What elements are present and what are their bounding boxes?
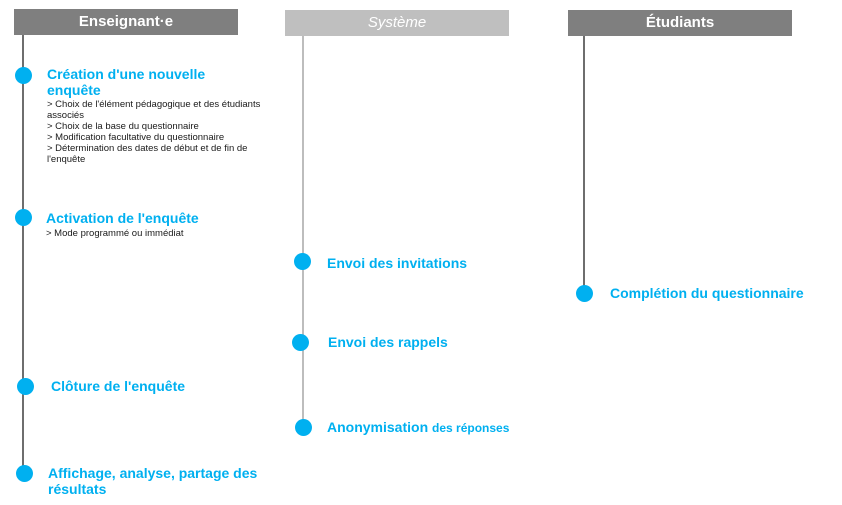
step-title-anonymisation-suffix: des réponses (432, 421, 510, 435)
lane-line-students (583, 36, 585, 296)
step-title-cloture: Clôture de l'enquête (51, 378, 186, 394)
step-details-creation: > Choix de l'élément pédagogique et des … (47, 99, 279, 165)
step-detail-item: > Mode programmé ou immédiat (46, 228, 184, 239)
lane-header-teacher: Enseignant·e (14, 9, 238, 35)
step-title-invitations: Envoi des invitations (327, 255, 468, 271)
step-detail-item: > Choix de l'élément pédagogique et des … (47, 99, 261, 121)
step-detail-item: > Choix de la base du questionnaire (47, 121, 199, 132)
step-details-activation: > Mode programmé ou immédiat (46, 228, 286, 239)
step-title-completion: Complétion du questionnaire (610, 285, 804, 301)
step-dot (16, 465, 33, 482)
lane-header-students: Étudiants (568, 10, 792, 36)
step-title-resultats: Affichage, analyse, partage des résultat… (48, 465, 258, 497)
step-title-anonymisation-main: Anonymisation (327, 419, 429, 435)
step-dot (576, 285, 593, 302)
step-dot (15, 67, 32, 84)
step-dot (295, 419, 312, 436)
step-dot (292, 334, 309, 351)
step-dot (17, 378, 34, 395)
step-title-anonymisation: Anonymisation des réponses (327, 419, 577, 436)
lane-line-teacher (22, 35, 24, 481)
step-detail-item: > Détermination des dates de début et de… (47, 143, 248, 165)
lane-header-system: Système (285, 10, 509, 36)
step-detail-item: > Modification facultative du questionna… (47, 132, 225, 143)
step-title-rappels: Envoi des rappels (328, 334, 448, 350)
step-dot (294, 253, 311, 270)
step-title-creation: Création d'une nouvelle enquête (47, 66, 206, 98)
lane-line-system (302, 36, 304, 432)
step-dot (15, 209, 32, 226)
step-title-activation: Activation de l'enquête (46, 210, 199, 226)
